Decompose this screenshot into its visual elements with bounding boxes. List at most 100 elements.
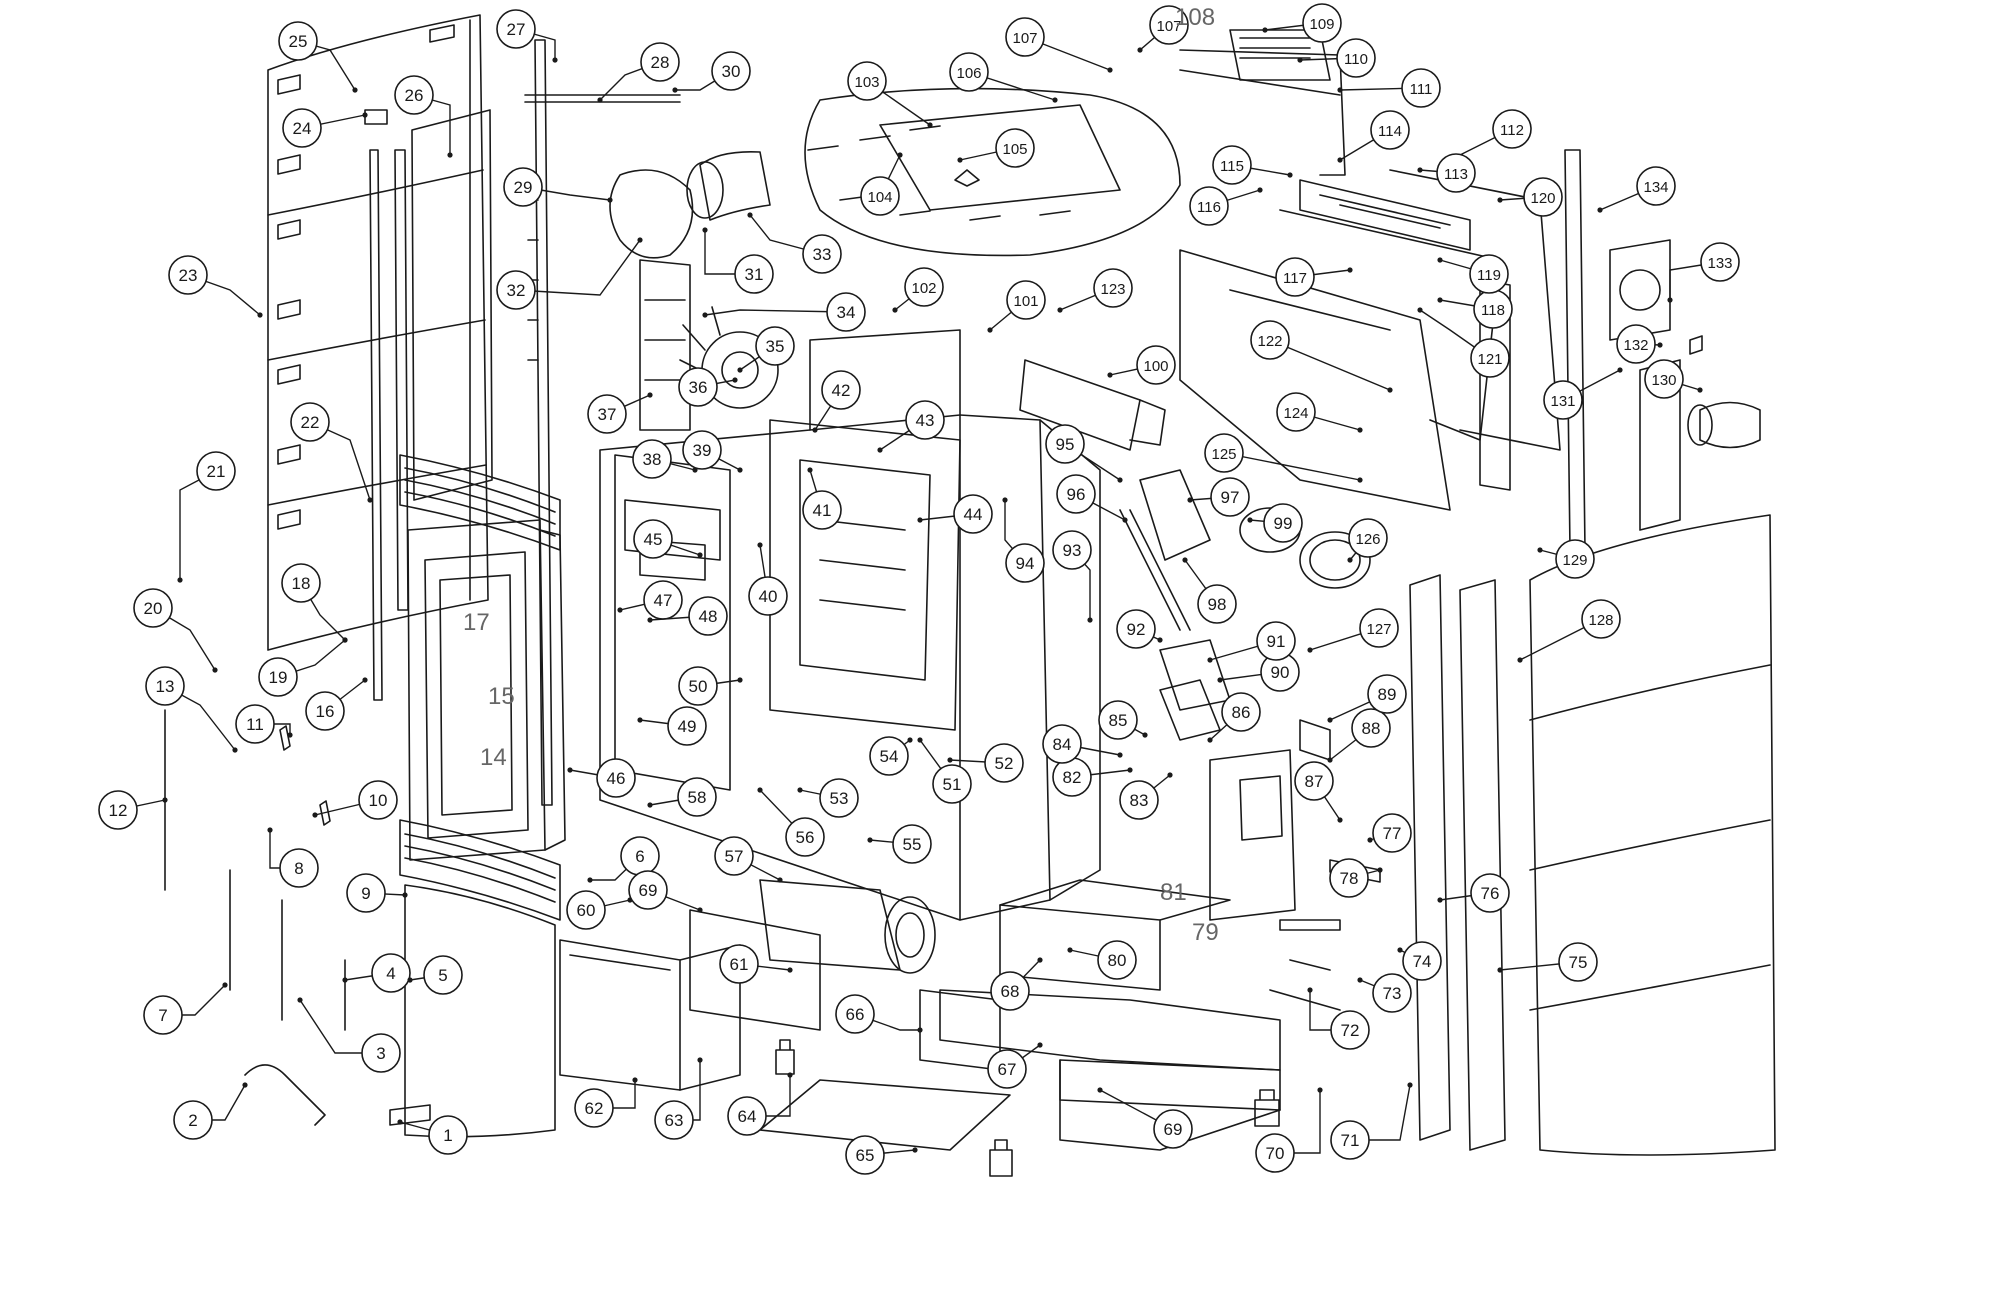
leader-tip [987, 327, 993, 333]
leader-tip [1307, 647, 1313, 653]
callout-bubble [755, 326, 795, 366]
callout-c86: 86 [1207, 692, 1261, 743]
callout-number: 67 [998, 1060, 1017, 1079]
callout-bubble [995, 128, 1035, 168]
callout-c63: 63 [654, 1057, 703, 1140]
callout-c36: 36 [678, 367, 738, 407]
leader-tip [697, 1057, 703, 1063]
callout-bubble [677, 777, 717, 817]
callout-bubble [719, 944, 759, 984]
leader-tip [912, 1147, 918, 1153]
callout-bubble [1153, 1109, 1193, 1149]
leader-tip [702, 227, 708, 233]
callout-number: 78 [1340, 869, 1359, 888]
leader-tip [1117, 477, 1123, 483]
callout-bubble [1189, 186, 1229, 226]
callout-c12: 12 [98, 790, 168, 830]
callout-c76: 76 [1437, 873, 1510, 913]
callout-c123: 123 [1057, 268, 1133, 313]
callout-c120: 120 [1497, 177, 1563, 217]
callout-number: 134 [1643, 179, 1668, 196]
callout-number: 8 [294, 859, 303, 878]
leader-tip [1417, 307, 1423, 313]
callout-bubble [1470, 873, 1510, 913]
callout-number: 94 [1016, 554, 1035, 573]
leader-tip [1122, 517, 1128, 523]
callout-number: 52 [995, 754, 1014, 773]
callout-c107a: 107 [1005, 17, 1113, 73]
callout-number: 49 [678, 717, 697, 736]
callout-c111: 111 [1337, 68, 1441, 108]
callout-number: 84 [1053, 735, 1072, 754]
callout-bubble [1700, 242, 1740, 282]
callout-bubble [835, 994, 875, 1034]
leader-tip [617, 607, 623, 613]
leader-tip [787, 967, 793, 973]
callout-number: 107 [1012, 30, 1037, 47]
callout-bubble [1212, 145, 1252, 185]
leader-tip [697, 552, 703, 558]
callout-bubble [682, 430, 722, 470]
callout-number: 25 [289, 32, 308, 51]
callout-c69b: 69 [1097, 1087, 1193, 1149]
callout-bubble [1056, 474, 1096, 514]
callout-c6: 6 [587, 836, 660, 883]
callout-bubble [173, 1100, 213, 1140]
leader-tip [1437, 297, 1443, 303]
callout-c128: 128 [1517, 599, 1621, 663]
callout-bubble [1119, 780, 1159, 820]
callout-c55: 55 [867, 824, 932, 864]
callout-c28: 28 [597, 42, 680, 103]
callout-bubble [1367, 674, 1407, 714]
callout-bubble [628, 870, 668, 910]
callout-c53: 53 [797, 778, 859, 818]
callout-c47: 47 [617, 580, 683, 620]
callout-number: 27 [507, 20, 526, 39]
leader-tip [1347, 557, 1353, 563]
callout-c117: 117 [1275, 257, 1353, 297]
callout-number: 31 [745, 265, 764, 284]
callout-bubble [1221, 692, 1261, 732]
callout-number: 126 [1355, 531, 1380, 548]
callout-bubble [688, 596, 728, 636]
callout-c92: 92 [1116, 609, 1163, 649]
callout-c105: 105 [957, 128, 1035, 168]
callout-c96: 96 [1056, 474, 1128, 523]
callout-c13: 13 [145, 666, 238, 753]
callout-bubble [1636, 166, 1676, 206]
callout-bubble [1492, 109, 1532, 149]
leader-tip [1657, 342, 1663, 348]
callout-c57: 57 [714, 836, 783, 883]
callout-bubble [133, 588, 173, 628]
callout-bubble [984, 743, 1024, 783]
leader-tip [1207, 737, 1213, 743]
back-frame [1564, 149, 1761, 551]
callout-number: 72 [1341, 1021, 1360, 1040]
callout-c35: 35 [737, 326, 795, 373]
callout-number: 47 [654, 591, 673, 610]
callout-c72: 72 [1307, 987, 1370, 1050]
callout-number: 88 [1362, 719, 1381, 738]
leader-tip [1497, 967, 1503, 973]
leader-tip [1357, 977, 1363, 983]
callout-bubble [596, 758, 636, 798]
callout-number: 12 [109, 801, 128, 820]
leader-tip [1127, 767, 1133, 773]
leader-tip [1037, 957, 1043, 963]
callout-bubble [932, 764, 972, 804]
callout-bubble [496, 9, 536, 49]
callout-bubble [826, 292, 866, 332]
callout-bubble [358, 780, 398, 820]
callout-bubble [1351, 708, 1391, 748]
leader-tip [1157, 637, 1163, 643]
callout-bubble [734, 254, 774, 294]
leader-tip [297, 997, 303, 1003]
callout-bubble [566, 890, 606, 930]
callout-bubble [678, 666, 718, 706]
callout-c46: 46 [567, 758, 636, 798]
callout-c112: 112 [1447, 109, 1532, 163]
callout-bubble [640, 42, 680, 82]
callout-c107b: 107 [1137, 5, 1189, 53]
callout-number: 110 [1344, 51, 1368, 68]
callout-number: 95 [1056, 435, 1075, 454]
